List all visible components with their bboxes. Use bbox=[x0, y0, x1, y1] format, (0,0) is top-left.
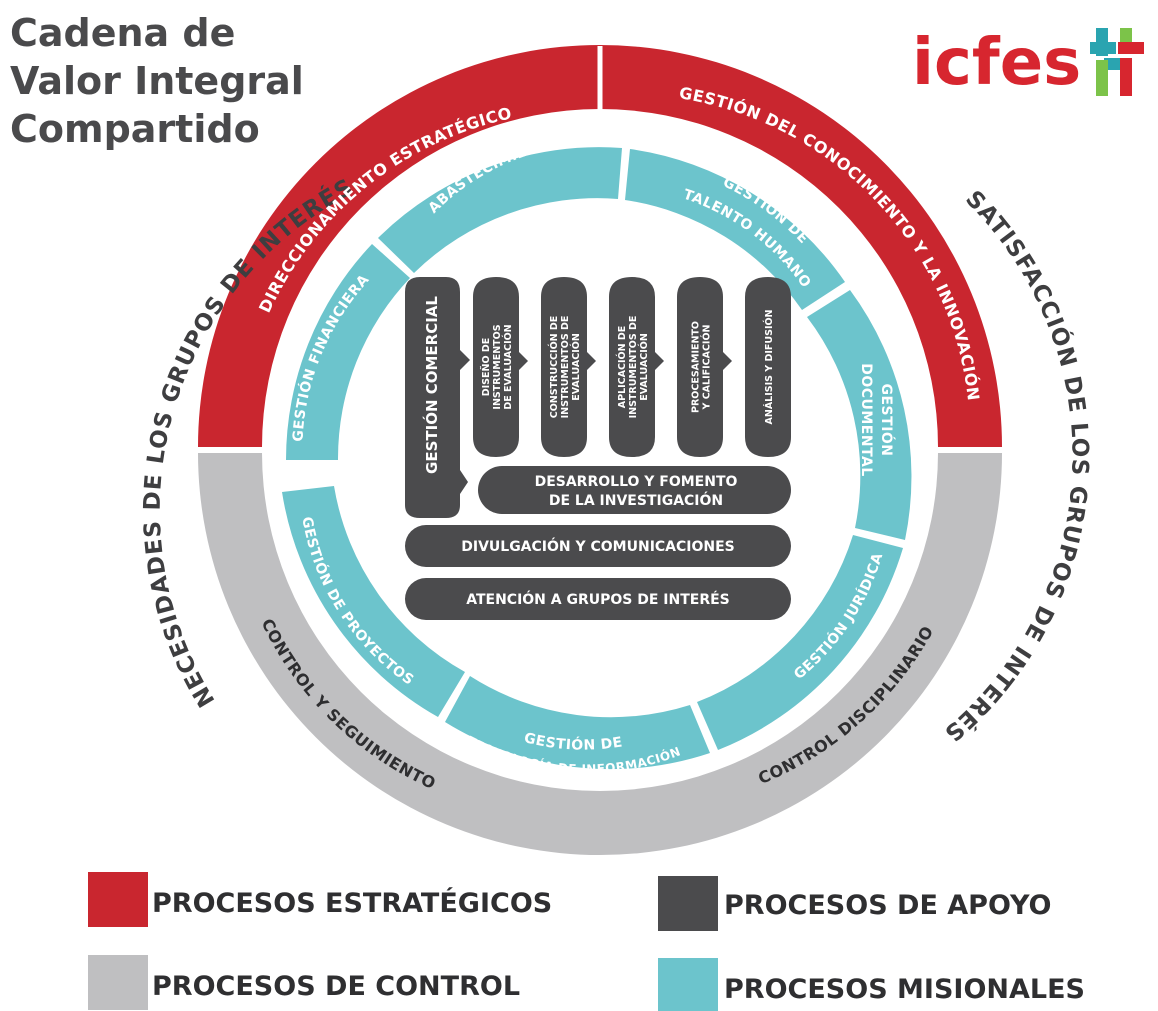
support-bar bbox=[405, 578, 791, 620]
process-column bbox=[677, 277, 732, 457]
process-column-label: CONSTRUCCIÓN DE bbox=[548, 316, 560, 419]
legend-swatch-strategic bbox=[88, 872, 148, 927]
page-title: Cadena de Valor Integral Compartido bbox=[10, 11, 304, 151]
legend-swatch-support bbox=[658, 876, 718, 931]
legend-label-control: PROCESOS DE CONTROL bbox=[152, 971, 520, 1002]
legend-label-missional: PROCESOS MISIONALES bbox=[724, 974, 1085, 1005]
segment-abastecimiento bbox=[378, 147, 622, 273]
support-bar-label: DIVULGACIÓN Y COMUNICACIONES bbox=[461, 537, 735, 555]
commercial-pill bbox=[405, 277, 470, 518]
support-bar bbox=[405, 525, 791, 567]
control-ring bbox=[198, 453, 1002, 855]
process-column bbox=[541, 277, 596, 457]
process-column-label: PROCESAMIENTO bbox=[691, 321, 702, 413]
commercial-label: GESTIÓN COMERCIAL bbox=[422, 296, 441, 474]
documental-line-1: GESTIÓN bbox=[878, 383, 896, 456]
strategic-ring bbox=[198, 45, 1002, 447]
research-pill bbox=[478, 466, 791, 514]
documental-line-2: DOCUMENTAL bbox=[858, 363, 874, 477]
research-label-line-1: DESARROLLO Y FOMENTO bbox=[535, 474, 738, 490]
process-column-label: INSTRUMENTOS DE bbox=[560, 316, 571, 419]
missional-label-documental: GESTIÓN DOCUMENTAL bbox=[858, 363, 896, 477]
segment-juridica bbox=[697, 535, 903, 750]
missional-ring bbox=[282, 147, 912, 770]
research-label-line-2: DE LA INVESTIGACIÓN bbox=[549, 491, 723, 509]
process-column-label: DISEÑO DE bbox=[481, 338, 492, 396]
process-column bbox=[745, 277, 791, 457]
process-column-label: INSTRUMENTOS DE bbox=[628, 316, 639, 419]
logo-text: icfes bbox=[912, 26, 1081, 100]
legend-label-support: PROCESOS DE APOYO bbox=[724, 890, 1052, 921]
process-column-label: DE EVALUACIÓN bbox=[502, 324, 514, 409]
process-column-label: Y CALIFICACIÓN bbox=[701, 324, 713, 410]
legend-swatch-missional bbox=[658, 958, 718, 1011]
segment-financiera bbox=[286, 244, 410, 460]
process-column-label: INSTRUMENTOS bbox=[492, 324, 503, 409]
segment-documental bbox=[807, 290, 912, 540]
process-column bbox=[473, 277, 528, 457]
icfes-logo: icfes bbox=[912, 26, 1144, 100]
support-bar-label: ATENCIÓN A GRUPOS DE INTERÉS bbox=[466, 590, 730, 608]
title-line: Cadena de bbox=[10, 11, 235, 55]
process-column-label: EVALUACIÓN bbox=[638, 333, 650, 401]
cross-plus-logo-icon bbox=[1090, 28, 1144, 96]
title-line: Compartido bbox=[10, 107, 260, 151]
process-column-label: APLICACIÓN DE bbox=[616, 326, 628, 408]
process-column-label: ANÁLISIS Y DIFUSIÓN bbox=[763, 309, 775, 424]
process-column-label: EVALUACIÓN bbox=[570, 333, 582, 401]
legend-swatch-control bbox=[88, 955, 148, 1010]
legend-label-strategic: PROCESOS ESTRATÉGICOS bbox=[152, 887, 552, 919]
process-column bbox=[609, 277, 664, 457]
title-line: Valor Integral bbox=[10, 59, 304, 103]
segment-talento bbox=[625, 149, 845, 310]
segment-tecnologia bbox=[445, 676, 710, 770]
segment-proyectos bbox=[282, 486, 465, 717]
legend: PROCESOS ESTRATÉGICOS PROCESOS DE APOYO … bbox=[88, 872, 1085, 1011]
